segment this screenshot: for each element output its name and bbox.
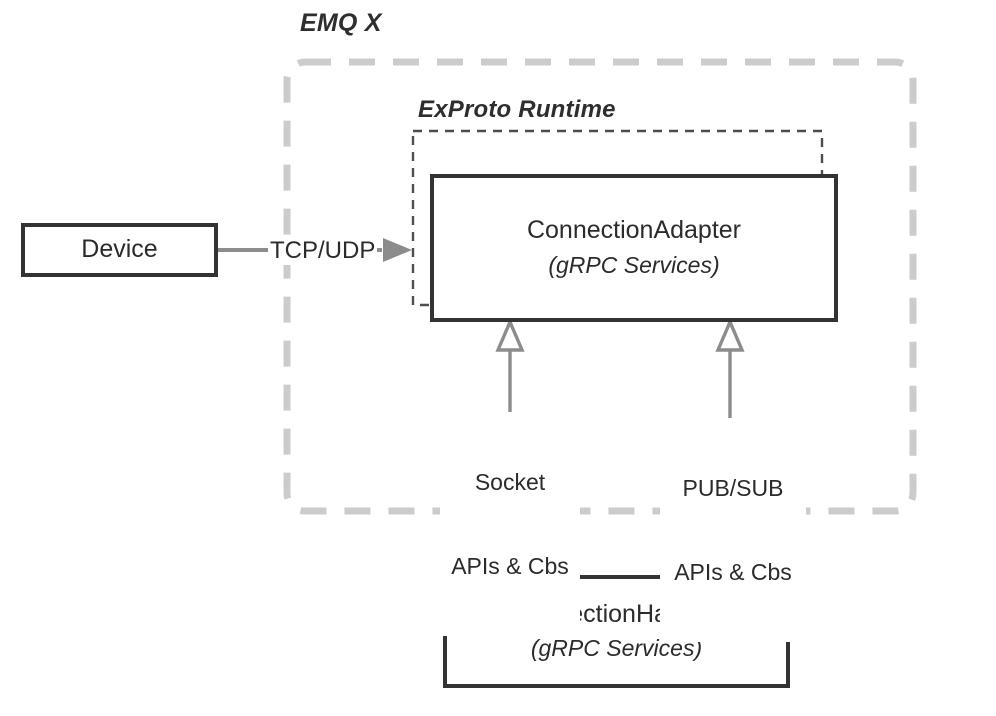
node-connection-adapter-title: ConnectionAdapter: [526, 216, 742, 245]
edge-label-pubsub-line1: PUB/SUB: [682, 475, 784, 502]
socket-arrowhead-up: [495, 317, 525, 352]
edge-label-tcp-udp: TCP/UDP: [268, 236, 378, 266]
edge-label-pubsub-apis: PUB/SUB APIs & Cbs: [660, 418, 806, 643]
node-connection-adapter[interactable]: ConnectionAdapter (gRPC Services): [430, 174, 838, 322]
emqx-group-label: EMQ X: [300, 9, 382, 37]
edge-label-socket-line1: Socket: [474, 469, 546, 496]
edge-label-socket-line2: APIs & Cbs: [451, 553, 569, 580]
device-to-adapter-arrowhead: [383, 238, 412, 262]
node-device-title: Device: [81, 235, 158, 264]
exproto-group-label: ExProto Runtime: [418, 96, 616, 123]
edge-label-socket-apis: Socket APIs & Cbs: [440, 412, 580, 637]
pubsub-arrowhead-up: [715, 317, 745, 352]
node-connection-adapter-subtitle: (gRPC Services): [548, 251, 720, 278]
edge-label-pubsub-line2: APIs & Cbs: [674, 559, 792, 586]
node-device[interactable]: Device: [21, 223, 218, 277]
